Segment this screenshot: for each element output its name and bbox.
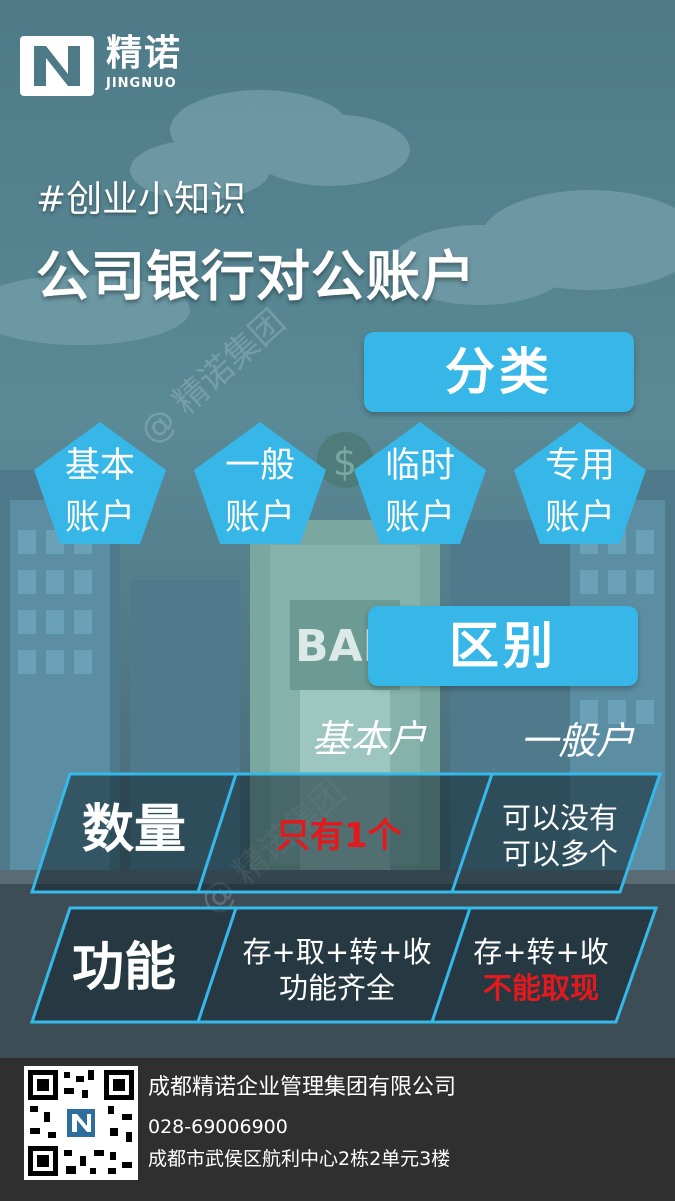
cell-general-quantity-line2: 可以多个 <box>501 837 618 871</box>
company-address: 成都市武侯区航利中心2栋2单元3楼 <box>148 1148 451 1170</box>
cell-general-quantity-line1: 可以没有 <box>501 801 618 835</box>
account-general: 一般账户 <box>192 420 328 546</box>
phone-number[interactable]: 028-69006900 <box>148 1116 288 1138</box>
cell-basic-function-line1: 存+取+转+收 <box>242 935 432 969</box>
account-temporary: 临时账户 <box>352 420 488 546</box>
account-temporary-line1: 临时 <box>384 446 455 486</box>
account-special: 专用账户 <box>512 420 648 546</box>
account-special-line2: 账户 <box>544 498 615 538</box>
cell-basic-quantity: 只有1个 <box>276 816 402 856</box>
cell-basic-function-line2: 功能齐全 <box>278 971 395 1005</box>
cell-basic-function: 存+取+转+收 功能齐全 <box>232 934 442 1006</box>
cell-general-function-line2: 不能取现 <box>482 971 599 1005</box>
brand-name-cn: 精诺 <box>106 33 183 74</box>
header-general-account: 一般户 <box>520 719 635 763</box>
hashtag: #创业小知识 <box>36 179 247 220</box>
jingnuo-logo-icon <box>20 36 94 96</box>
account-basic-line2: 账户 <box>64 498 135 538</box>
company-name: 成都精诺企业管理集团有限公司 <box>148 1075 457 1100</box>
account-general-line1: 一般 <box>224 446 295 486</box>
account-basic-line1: 基本 <box>64 446 135 486</box>
account-general-line2: 账户 <box>224 498 295 538</box>
difference-banner: 区别 <box>368 606 638 686</box>
cell-general-quantity: 可以没有 可以多个 <box>470 800 650 872</box>
account-temporary-line2: 账户 <box>384 498 455 538</box>
cell-general-function-line1: 存+转+收 <box>473 935 609 969</box>
qr-code-icon[interactable] <box>24 1066 138 1180</box>
brand: 精诺 JINGNUO <box>106 33 183 92</box>
header-basic-account: 基本户 <box>312 717 427 761</box>
row-label-function: 功能 <box>72 938 177 998</box>
brand-name-en: JINGNUO <box>106 76 177 91</box>
row-label-quantity: 数量 <box>82 800 187 860</box>
category-banner: 分类 <box>364 332 634 412</box>
account-basic: 基本账户 <box>32 420 168 546</box>
svg-text:$: $ <box>333 440 357 484</box>
cell-general-function: 存+转+收 不能取现 <box>456 934 626 1006</box>
page-title: 公司银行对公账户 <box>36 245 476 308</box>
account-special-line1: 专用 <box>544 446 615 486</box>
